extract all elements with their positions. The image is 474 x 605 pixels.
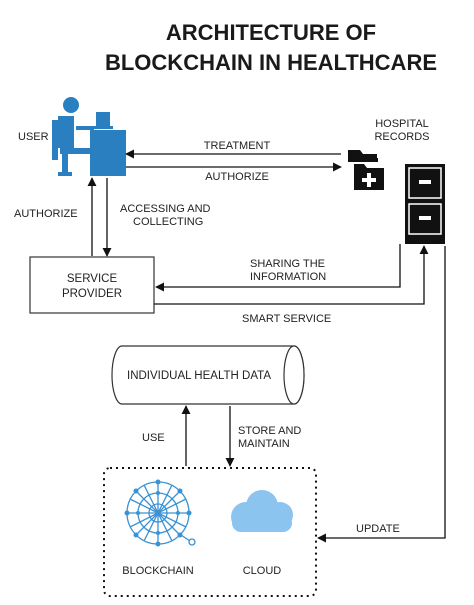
individual-health-data-label: INDIVIDUAL HEALTH DATA bbox=[127, 370, 271, 382]
service-provider-label-line2: PROVIDER bbox=[62, 288, 122, 300]
user-label: USER bbox=[18, 131, 49, 143]
edge-use-label: USE bbox=[142, 432, 165, 444]
hospital-records-label-line2: RECORDS bbox=[374, 131, 429, 143]
storage-container bbox=[103, 467, 317, 597]
service-provider-label-line1: SERVICE bbox=[67, 273, 118, 285]
user-at-desk-icon bbox=[52, 97, 126, 176]
edge-update bbox=[317, 246, 446, 543]
edge-treatment-label: TREATMENT bbox=[204, 140, 271, 152]
blockchain-network-icon bbox=[124, 479, 196, 547]
medical-folder-icon bbox=[348, 150, 384, 190]
edge-sharing-label-line2: INFORMATION bbox=[250, 271, 326, 283]
edge-accessing-label-line2: COLLECTING bbox=[133, 216, 203, 228]
filing-cabinet-icon bbox=[405, 164, 445, 244]
edge-store-label-line2: MAINTAIN bbox=[238, 438, 290, 450]
hospital-records-label-line1: HOSPITAL bbox=[375, 118, 429, 130]
service-provider-box bbox=[29, 256, 155, 314]
cloud-icon bbox=[231, 490, 293, 532]
edge-update-label: UPDATE bbox=[356, 523, 400, 535]
blockchain-label: BLOCKCHAIN bbox=[122, 565, 194, 577]
edge-authorize-top-label: AUTHORIZE bbox=[205, 171, 269, 183]
edge-accessing-label-line1: ACCESSING AND bbox=[120, 203, 211, 215]
edge-sharing-label-line1: SHARING THE bbox=[250, 258, 325, 270]
edge-store-label-line1: STORE AND bbox=[238, 425, 301, 437]
diagram-title-line1: ARCHITECTURE OF bbox=[166, 20, 376, 45]
edge-authorize-left-label: AUTHORIZE bbox=[14, 208, 78, 220]
edge-smart-service-label: SMART SERVICE bbox=[242, 313, 331, 325]
cloud-label: CLOUD bbox=[243, 565, 282, 577]
individual-health-data-cylinder bbox=[111, 345, 305, 405]
diagram-title-line2: BLOCKCHAIN IN HEALTHCARE bbox=[105, 50, 437, 75]
edge-smart-service bbox=[154, 245, 429, 305]
edge-sharing-information bbox=[155, 244, 401, 292]
